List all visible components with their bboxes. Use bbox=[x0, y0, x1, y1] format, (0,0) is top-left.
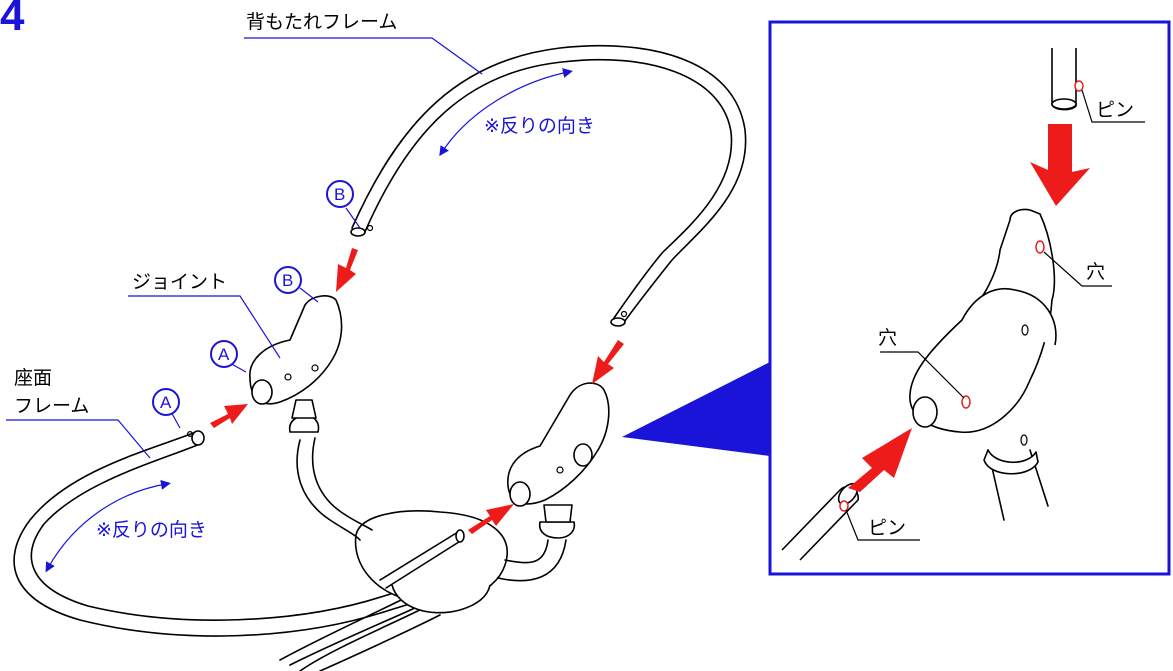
warp-arrow-bottom bbox=[45, 479, 171, 573]
detail-label-pin-top: ピン bbox=[1096, 99, 1134, 121]
svg-text:B: B bbox=[334, 185, 345, 204]
marker-a-joint: A bbox=[210, 340, 238, 368]
label-warp-direction-top: ※反りの向き bbox=[484, 115, 595, 137]
red-arrow-right-seat bbox=[468, 504, 514, 534]
marker-b-joint: B bbox=[274, 266, 302, 294]
svg-text:A: A bbox=[160, 393, 172, 412]
warp-arrow-top bbox=[439, 68, 573, 157]
detail-arrow-down bbox=[1030, 124, 1090, 206]
detail-arrow-diagonal bbox=[848, 428, 912, 492]
step-number: 4 bbox=[0, 0, 25, 40]
detail-label-pin-bottom: ピン bbox=[868, 517, 906, 539]
backrest-frame bbox=[350, 44, 747, 327]
marker-a-seat: A bbox=[152, 388, 180, 416]
insertion-arrows bbox=[210, 248, 624, 534]
base-hub bbox=[296, 437, 567, 614]
label-seat-frame-line1: 座面 bbox=[14, 367, 52, 389]
label-backrest-frame: 背もたれフレーム bbox=[246, 11, 397, 33]
callout-pointer bbox=[622, 362, 770, 456]
red-arrow-right-back bbox=[592, 340, 624, 384]
red-arrow-b bbox=[336, 248, 358, 292]
label-seat-frame-line2: フレーム bbox=[14, 395, 89, 417]
left-joint bbox=[249, 295, 343, 433]
label-warp-direction-bottom: ※反りの向き bbox=[96, 519, 207, 541]
marker-b-top: B bbox=[326, 180, 354, 208]
detail-inset: ピン 穴 穴 ピン bbox=[768, 20, 1171, 576]
right-joint bbox=[507, 382, 610, 539]
svg-text:B: B bbox=[282, 271, 293, 290]
detail-label-hole-left: 穴 bbox=[878, 327, 897, 349]
label-joint: ジョイント bbox=[132, 271, 227, 293]
red-arrow-a bbox=[210, 404, 248, 428]
svg-text:A: A bbox=[218, 345, 230, 364]
detail-label-hole-right: 穴 bbox=[1086, 261, 1105, 283]
